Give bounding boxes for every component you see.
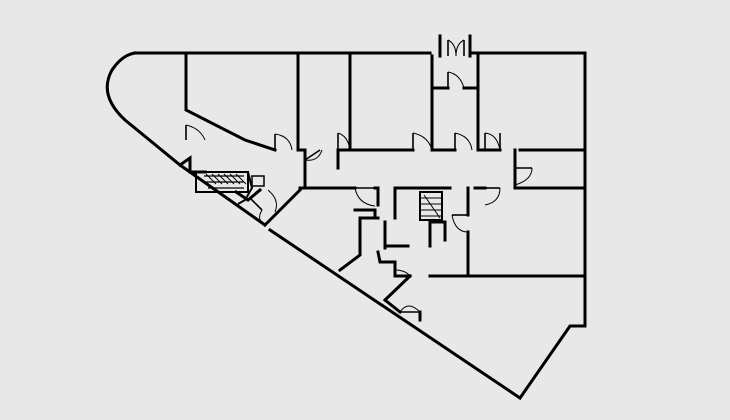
room-top-2-wall [296, 54, 307, 152]
door-icon[interactable] [484, 132, 501, 151]
room-bottom-large-wall [262, 187, 380, 273]
double-door-icon[interactable] [438, 34, 472, 58]
corridor-lower-wall [298, 186, 487, 220]
door-icon[interactable] [447, 71, 465, 89]
door-icon[interactable] [484, 187, 501, 206]
room-right-lower-wall [466, 186, 587, 278]
exterior-wall [105, 51, 587, 401]
room-top-left-wall [184, 54, 277, 152]
door-icon[interactable] [454, 132, 473, 151]
room-bottom-center-wall [382, 273, 470, 322]
door-icon[interactable] [451, 214, 469, 233]
double-door-icon[interactable] [249, 189, 279, 226]
door-icon[interactable] [354, 187, 376, 207]
door-icon[interactable] [514, 167, 533, 186]
door-icon[interactable] [412, 132, 433, 151]
door-icon[interactable] [304, 149, 323, 161]
door-icon[interactable] [185, 124, 206, 141]
room-small-center-wall [376, 220, 412, 278]
room-top-3-wall [348, 54, 457, 152]
stair-core-center [419, 191, 443, 221]
stair-core-center-wall [428, 220, 447, 248]
door-icon[interactable] [394, 262, 411, 277]
door-icon[interactable] [399, 305, 421, 313]
door-icon[interactable] [274, 133, 293, 151]
room-top-right-wall [476, 54, 587, 152]
room-right-middle-wall [513, 148, 587, 190]
stair-icon [177, 155, 265, 205]
door-icon[interactable] [337, 132, 351, 151]
